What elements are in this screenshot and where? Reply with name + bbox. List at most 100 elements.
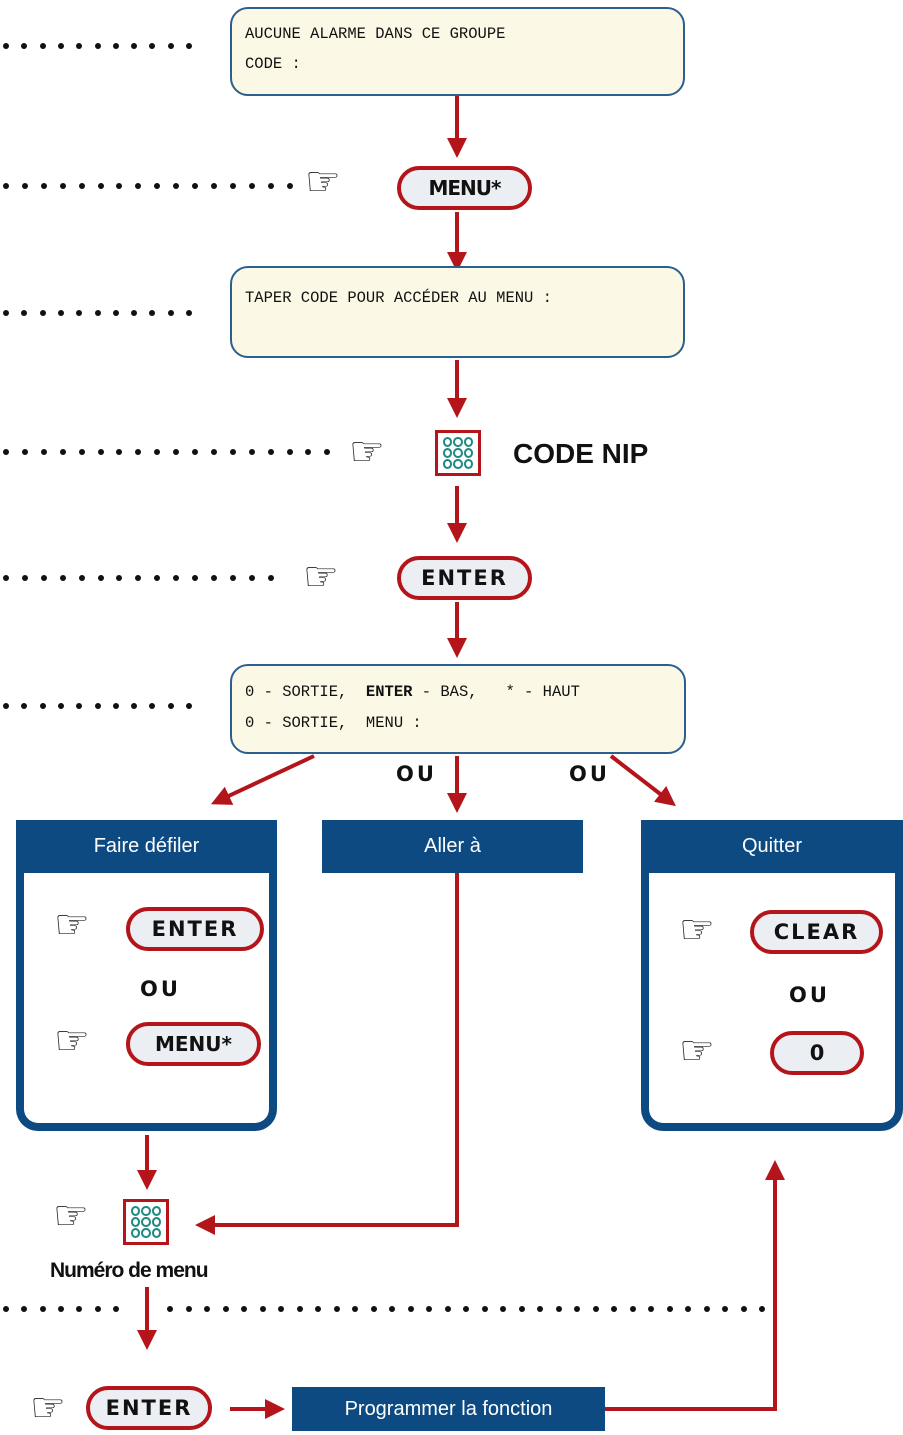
zero-key[interactable]: 0 — [770, 1031, 864, 1075]
leader-dot — [481, 1306, 488, 1312]
ou-label: OU — [569, 762, 610, 786]
leader-dot — [286, 449, 293, 455]
leader-dot — [21, 43, 28, 49]
leader-dot — [149, 43, 156, 49]
lcd-text: 0 - SORTIE, — [245, 683, 366, 701]
pointing-hand-icon: ☞ — [305, 159, 341, 205]
leader-dot — [629, 1306, 636, 1312]
leader-dot — [3, 43, 9, 49]
leader-dot — [333, 1306, 340, 1312]
pointing-hand-icon: ☞ — [54, 902, 90, 948]
leader-dot — [296, 1306, 303, 1312]
key-label: ENTER — [105, 1396, 193, 1420]
leader-dot — [112, 1306, 119, 1312]
leader-dot — [154, 449, 161, 455]
leader-dot — [94, 310, 101, 316]
menu-star-key[interactable]: MENU* — [126, 1022, 261, 1066]
leader-dot — [97, 449, 104, 455]
lcd-line: 0 - SORTIE, ENTER - BAS, * - HAUT — [245, 683, 580, 701]
lcd-enter-bold: ENTER — [365, 683, 413, 701]
leader-dot — [112, 310, 119, 316]
leader-dot — [76, 310, 83, 316]
leader-dot — [59, 183, 66, 189]
leader-dot — [315, 1306, 321, 1312]
ou-label: OU — [789, 983, 830, 1007]
leader-dot — [78, 449, 85, 455]
leader-dot — [135, 575, 142, 581]
leader-dot — [78, 575, 85, 581]
key-label: CLEAR — [773, 920, 860, 944]
leader-dot — [21, 703, 28, 709]
leader-dot — [555, 1306, 562, 1312]
leader-dot — [167, 310, 174, 316]
lcd-line: 0 - SORTIE, MENU : — [245, 714, 422, 732]
leader-dot — [210, 449, 217, 455]
leader-dot — [186, 703, 192, 709]
leader-dot — [722, 1306, 728, 1312]
clear-key[interactable]: CLEAR — [750, 910, 883, 954]
enter-key[interactable]: ENTER — [86, 1386, 212, 1430]
menu-star-key[interactable]: MENU* — [397, 166, 532, 210]
leader-dot — [39, 1306, 46, 1312]
leader-dot — [40, 575, 47, 581]
leader-dot — [286, 183, 293, 189]
leader-dot — [39, 43, 46, 49]
leader-dot — [149, 310, 156, 316]
leader-dot — [3, 1306, 9, 1312]
leader-dot — [500, 1306, 506, 1312]
leader-dot — [267, 183, 274, 189]
leader-dot — [305, 449, 312, 455]
leader-dot — [759, 1306, 765, 1312]
leader-dot — [186, 43, 192, 49]
arrow — [195, 862, 459, 1235]
leader-dot — [131, 310, 138, 316]
leader-dot — [116, 183, 123, 189]
leader-dot — [248, 449, 255, 455]
leader-dot — [57, 310, 64, 316]
leader-dot — [278, 1306, 284, 1312]
leader-dot — [39, 703, 46, 709]
lcd-text: - BAS, * - HAUT — [412, 683, 580, 701]
leader-dot — [210, 575, 217, 581]
leader-dot — [192, 183, 198, 189]
leader-dot — [703, 1306, 710, 1312]
leader-dot — [192, 575, 198, 581]
leader-dot — [154, 183, 161, 189]
lcd-line: AUCUNE ALARME DANS CE GROUPE — [245, 25, 506, 43]
leader-dot — [248, 575, 255, 581]
lcd-screen-enter-code: TAPER CODE POUR ACCÉDER AU MENU : — [230, 266, 685, 358]
leader-dot — [21, 575, 28, 581]
leader-dot — [40, 449, 47, 455]
keypad-icon[interactable] — [123, 1199, 169, 1245]
leader-dot — [59, 575, 66, 581]
leader-dot — [21, 1306, 28, 1312]
leader-dot — [518, 1306, 525, 1312]
leader-dot — [259, 1306, 266, 1312]
leader-dot — [173, 183, 180, 189]
ou-label: OU — [140, 977, 181, 1001]
leader-dot — [3, 575, 9, 581]
leader-dot — [444, 1306, 451, 1312]
enter-key[interactable]: ENTER — [126, 907, 264, 951]
enter-key[interactable]: ENTER — [397, 556, 532, 600]
panel-quit: ☞ CLEAR OU ☞ 0 — [641, 873, 903, 1131]
leader-dot — [229, 183, 236, 189]
leader-dot — [592, 1306, 599, 1312]
leader-dot — [267, 449, 274, 455]
key-label: MENU* — [154, 1032, 232, 1056]
leader-dot — [21, 183, 28, 189]
leader-dot — [116, 575, 123, 581]
leader-dot — [112, 43, 119, 49]
leader-dot — [149, 703, 156, 709]
leader-dot — [59, 449, 66, 455]
leader-dot — [352, 1306, 358, 1312]
leader-dot — [39, 310, 46, 316]
pointing-hand-icon: ☞ — [30, 1385, 66, 1431]
pointing-hand-icon: ☞ — [303, 554, 339, 600]
leader-dot — [192, 449, 198, 455]
keypad-icon[interactable] — [435, 430, 481, 476]
leader-dot — [248, 183, 255, 189]
leader-dot — [3, 310, 9, 316]
leader-dot — [537, 1306, 543, 1312]
leader-dot — [241, 1306, 247, 1312]
